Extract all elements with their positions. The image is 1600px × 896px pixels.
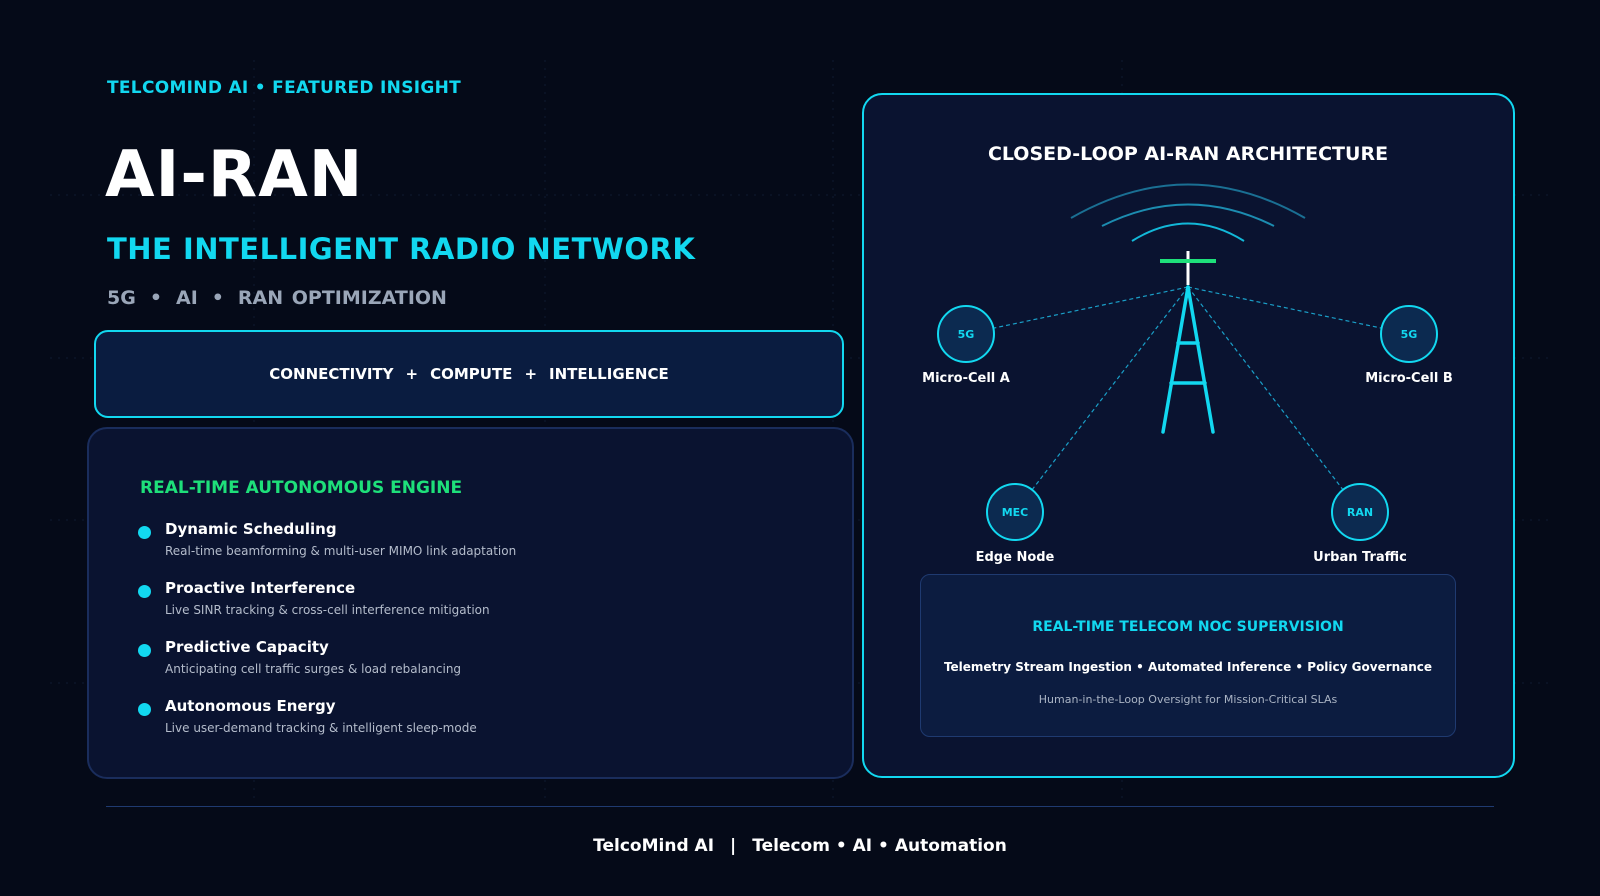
node-micro-cell-a: 5G Micro-Cell A (922, 305, 1010, 386)
node-links (965, 286, 1410, 513)
feature-description: Live SINR tracking & cross-cell interfer… (165, 603, 490, 617)
tag: 5G (107, 287, 136, 309)
engine-title: REAL-TIME AUTONOMOUS ENGINE (140, 478, 463, 498)
footer-tagline: Telecom • AI • Automation (752, 836, 1007, 856)
pillar-joiner: + (524, 365, 538, 383)
noc-supervision-box: REAL-TIME TELECOM NOC SUPERVISION Teleme… (920, 574, 1456, 737)
page-title: AI-RAN (105, 138, 364, 212)
footer-separator: | (730, 836, 737, 856)
tag: AI (175, 287, 198, 309)
footer-divider (106, 806, 1494, 807)
engine-panel (87, 427, 854, 779)
bullet-icon (138, 526, 151, 539)
pillar-joiner: + (405, 365, 419, 383)
node-badge: MEC (1002, 506, 1029, 519)
noc-flow: Telemetry Stream Ingestion • Automated I… (943, 660, 1433, 674)
noc-title: REAL-TIME TELECOM NOC SUPERVISION (1032, 619, 1344, 635)
bullet-icon (138, 703, 151, 716)
node-badge: 5G (1401, 328, 1418, 341)
noc-note: Human-in-the-Loop Oversight for Mission-… (1038, 693, 1338, 706)
pillar-connectivity: CONNECTIVITY (269, 365, 394, 383)
node-label: Micro-Cell B (1365, 371, 1453, 386)
architecture-title: CLOSED-LOOP AI-RAN ARCHITECTURE (988, 143, 1388, 165)
bullet-icon (138, 644, 151, 657)
feature-name: Dynamic Scheduling (165, 520, 337, 538)
eyebrow-label: TELCOMIND AI • FEATURED INSIGHT (107, 78, 462, 98)
pillar-intelligence: INTELLIGENCE (549, 365, 669, 383)
bullet-icon (138, 585, 151, 598)
node-micro-cell-b: 5G Micro-Cell B (1365, 305, 1453, 386)
feature-name: Predictive Capacity (165, 638, 329, 656)
feature-description: Real-time beamforming & multi-user MIMO … (165, 544, 517, 558)
node-edge: MEC Edge Node (976, 483, 1055, 565)
node-label: Edge Node (976, 550, 1055, 565)
footer-brand: TelcoMind AI (593, 836, 715, 856)
feature-description: Live user-demand tracking & intelligent … (165, 721, 477, 735)
tag-line: 5G • AI • RAN OPTIMIZATION (107, 287, 447, 309)
footer: TelcoMind AI | Telecom • AI • Automation (0, 836, 1600, 856)
tag-separator: • (149, 287, 162, 309)
node-badge: 5G (958, 328, 975, 341)
cell-tower-icon (1160, 251, 1216, 434)
tag-separator: • (211, 287, 224, 309)
page-subtitle: THE INTELLIGENT RADIO NETWORK (107, 232, 696, 266)
node-label: Urban Traffic (1313, 550, 1407, 565)
feature-name: Proactive Interference (165, 579, 356, 597)
node-badge: RAN (1347, 506, 1373, 519)
architecture-diagram: CLOSED-LOOP AI-RAN ARCHITECTURE 5G Micro… (922, 143, 1453, 565)
pillars-banner: CONNECTIVITY + COMPUTE + INTELLIGENCE (94, 330, 844, 418)
tag: RAN OPTIMIZATION (237, 287, 447, 309)
signal-waves-icon (1070, 183, 1306, 242)
node-label: Micro-Cell A (922, 371, 1010, 386)
feature-description: Anticipating cell traffic surges & load … (165, 662, 462, 676)
node-urban-traffic: RAN Urban Traffic (1313, 483, 1407, 565)
feature-name: Autonomous Energy (165, 697, 336, 715)
pillar-compute: COMPUTE (430, 365, 513, 383)
